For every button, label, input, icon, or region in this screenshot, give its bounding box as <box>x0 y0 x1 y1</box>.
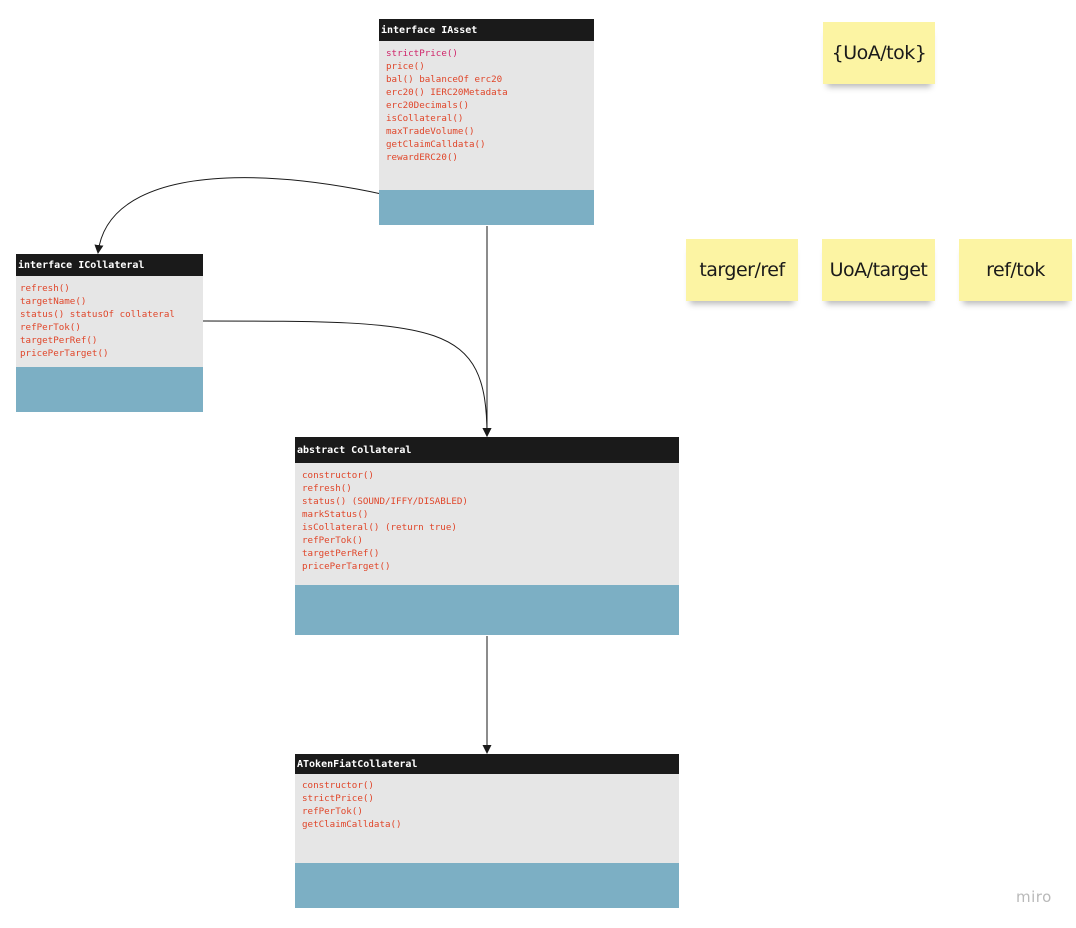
method-item: erc20() IERC20Metadata <box>386 87 508 98</box>
atoken-box[interactable]: ATokenFiatCollateral constructor() stric… <box>295 754 679 908</box>
method-item: isCollateral() <box>386 113 464 124</box>
method-item: erc20Decimals() <box>386 100 469 111</box>
iasset-method-list: strictPrice() price() bal() balanceOf er… <box>379 41 594 164</box>
connector-icollateral-to-collateral <box>202 320 492 437</box>
method-item: constructor() <box>302 780 374 791</box>
method-item: refPerTok() <box>302 535 363 546</box>
method-item: isCollateral() (return true) <box>302 522 457 533</box>
miro-logo: miro <box>1016 888 1052 906</box>
icollateral-footer <box>16 367 203 412</box>
icollateral-method-list: refresh() targetName() status() statusOf… <box>16 276 203 360</box>
method-item: maxTradeVolume() <box>386 126 475 137</box>
atoken-footer <box>295 863 679 908</box>
method-item: refPerTok() <box>302 806 363 817</box>
sticky-note-uoa-target[interactable]: UoA/target <box>822 239 935 301</box>
collateral-title: abstract Collateral <box>295 437 679 463</box>
icollateral-box[interactable]: interface ICollateral refresh() targetNa… <box>16 254 203 412</box>
method-item: targetName() <box>20 296 87 307</box>
method-item: rewardERC20() <box>386 152 458 163</box>
sticky-note-ref-tok[interactable]: ref/tok <box>959 239 1072 301</box>
sticky-note-uoa-tok[interactable]: {UoA/tok} <box>823 22 935 84</box>
atoken-title: ATokenFiatCollateral <box>295 754 679 774</box>
method-item: bal() balanceOf erc20 <box>386 74 503 85</box>
collateral-footer <box>295 585 679 635</box>
iasset-footer <box>379 190 594 225</box>
collateral-method-list: constructor() refresh() status() (SOUND/… <box>295 463 679 573</box>
method-item: status() statusOf collateral <box>20 309 175 320</box>
sticky-note-target-ref[interactable]: targer/ref <box>686 239 798 301</box>
method-item: refresh() <box>20 283 70 294</box>
method-item: refPerTok() <box>20 322 81 333</box>
icollateral-title: interface ICollateral <box>16 254 203 276</box>
method-item: getClaimCalldata() <box>302 819 402 830</box>
method-item: targetPerRef() <box>302 548 380 559</box>
method-item: strictPrice() <box>386 48 458 59</box>
method-item: status() (SOUND/IFFY/DISABLED) <box>302 496 468 507</box>
method-item: constructor() <box>302 470 374 481</box>
atoken-method-list: constructor() strictPrice() refPerTok() … <box>295 774 679 831</box>
method-item: pricePerTarget() <box>20 348 109 359</box>
collateral-box[interactable]: abstract Collateral constructor() refres… <box>295 437 679 635</box>
method-item: refresh() <box>302 483 352 494</box>
method-item: getClaimCalldata() <box>386 139 486 150</box>
method-item: price() <box>386 61 425 72</box>
method-item: strictPrice() <box>302 793 374 804</box>
iasset-title: interface IAsset <box>379 19 594 41</box>
method-item: pricePerTarget() <box>302 561 391 572</box>
method-item: targetPerRef() <box>20 335 98 346</box>
method-item: markStatus() <box>302 509 369 520</box>
iasset-box[interactable]: interface IAsset strictPrice() price() b… <box>379 19 594 225</box>
